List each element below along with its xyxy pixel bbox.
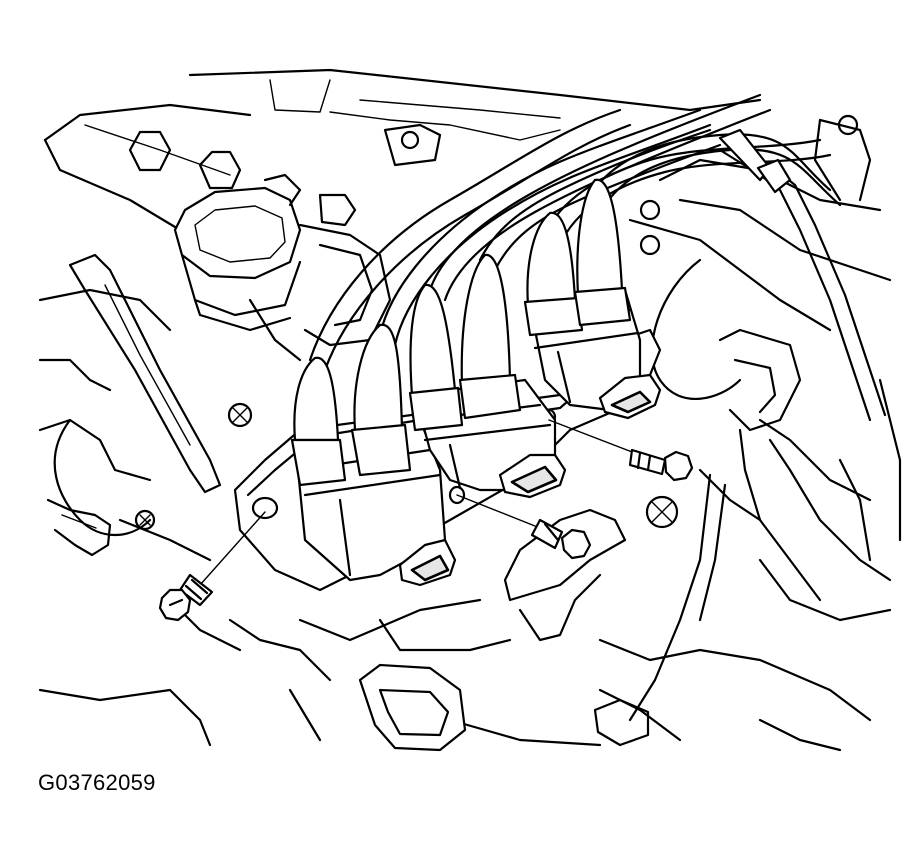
mounting-bolt-center — [530, 518, 592, 560]
engine-background — [38, 68, 902, 752]
coil-1-boot-b — [353, 323, 404, 432]
coil-2-boot-a — [409, 283, 457, 397]
bolt-alignment-lines — [199, 419, 641, 586]
ignition-coil-1 — [290, 323, 457, 587]
mounting-bolt-right — [628, 448, 694, 482]
coil-2-boot-b — [460, 253, 512, 387]
coil-3-boot-a — [526, 211, 577, 307]
plate-mounting-hole-center — [448, 485, 466, 505]
ignition-coil-3 — [523, 178, 662, 420]
ignition-coil-2 — [408, 253, 567, 499]
coil-3-boot-b — [576, 178, 624, 297]
coil-1-boot-a — [293, 356, 340, 442]
plate-mounting-hole-left — [251, 496, 279, 520]
figure-id-label: G03762059 — [38, 770, 156, 795]
mounting-bolt-left — [158, 573, 214, 622]
